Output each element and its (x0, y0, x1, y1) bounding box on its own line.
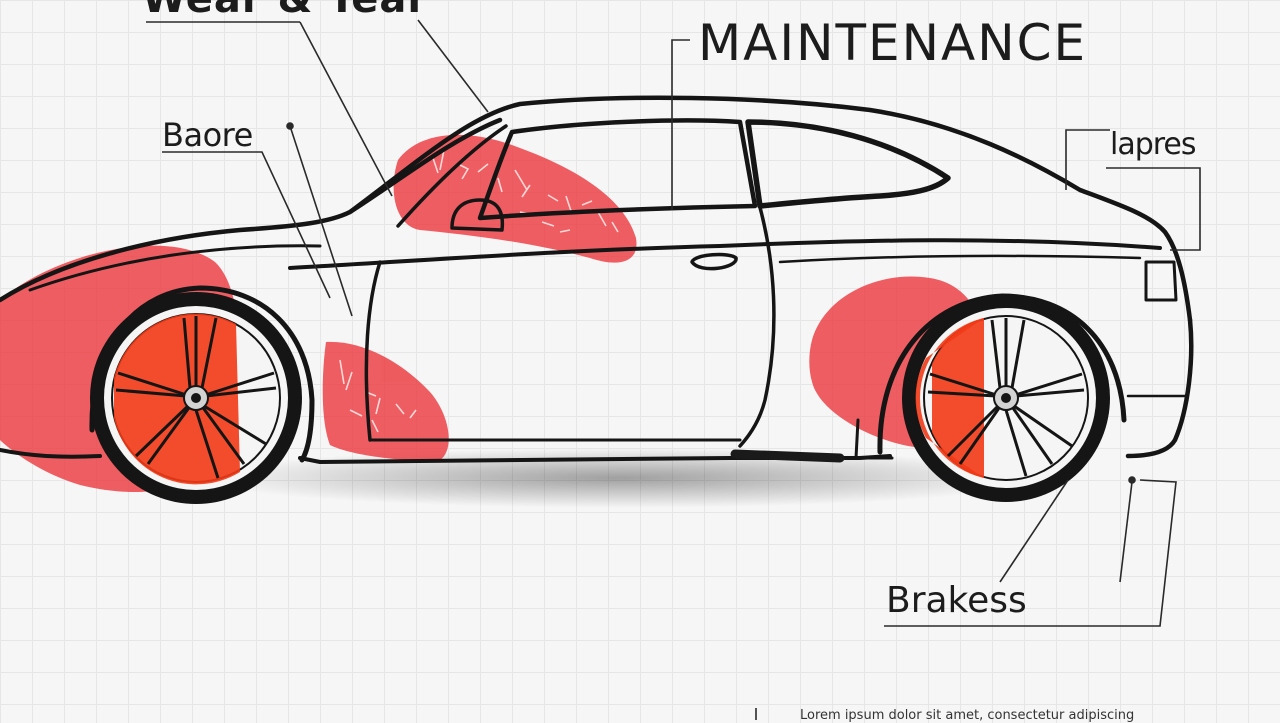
brakes-underline (884, 479, 1177, 627)
right-top-label: lapres (1110, 127, 1197, 162)
brakes-label-bottom: Brakess (886, 580, 1027, 621)
front-wheel (90, 292, 302, 504)
side-skirt (730, 449, 845, 463)
wear-and-tear-title: Wear & Tear (142, 0, 428, 22)
door-lower-highlight (322, 341, 449, 461)
windshield-frame (347, 117, 503, 215)
brake-label-dot (286, 122, 294, 130)
brake-label-underline (162, 151, 331, 299)
rear-wheel (902, 294, 1110, 502)
brake-label-top-left: Baore (162, 116, 253, 154)
car-front-bottom (0, 448, 102, 459)
a-pillar (396, 124, 508, 228)
door-split (738, 198, 776, 448)
brakes-leader (999, 479, 1069, 583)
highlight-scribbles (339, 149, 619, 433)
lapres-underline (1106, 167, 1201, 251)
maintenance-heading: MAINTENANCE (698, 14, 1088, 72)
car-roofline (0, 95, 1193, 323)
car-hood (28, 244, 322, 292)
car-shadow (200, 448, 1040, 508)
tail-light (1144, 260, 1178, 302)
car-rear (1125, 317, 1194, 459)
car-outline (0, 95, 1194, 464)
callout-lines (146, 19, 1201, 720)
wear-tear-leader-2 (417, 19, 489, 113)
door-handle (690, 252, 738, 271)
car-side-crease (778, 254, 1142, 264)
rear-skirt (854, 418, 894, 460)
maintenance-bracket (671, 39, 690, 210)
lapres-bracket (1065, 129, 1110, 190)
side-mirror (450, 198, 505, 232)
rear-window (745, 119, 951, 209)
footer-caption: Lorem ipsum dolor sit amet, consectetur … (800, 708, 1135, 723)
brakes-leader-2 (1119, 481, 1133, 583)
brakes-dot (1128, 476, 1136, 484)
front-window (477, 118, 758, 221)
wear-tear-leader (299, 21, 393, 197)
car-beltline (288, 238, 1162, 270)
brake-label-leader-2 (289, 125, 353, 317)
door-front-edge (364, 260, 382, 442)
